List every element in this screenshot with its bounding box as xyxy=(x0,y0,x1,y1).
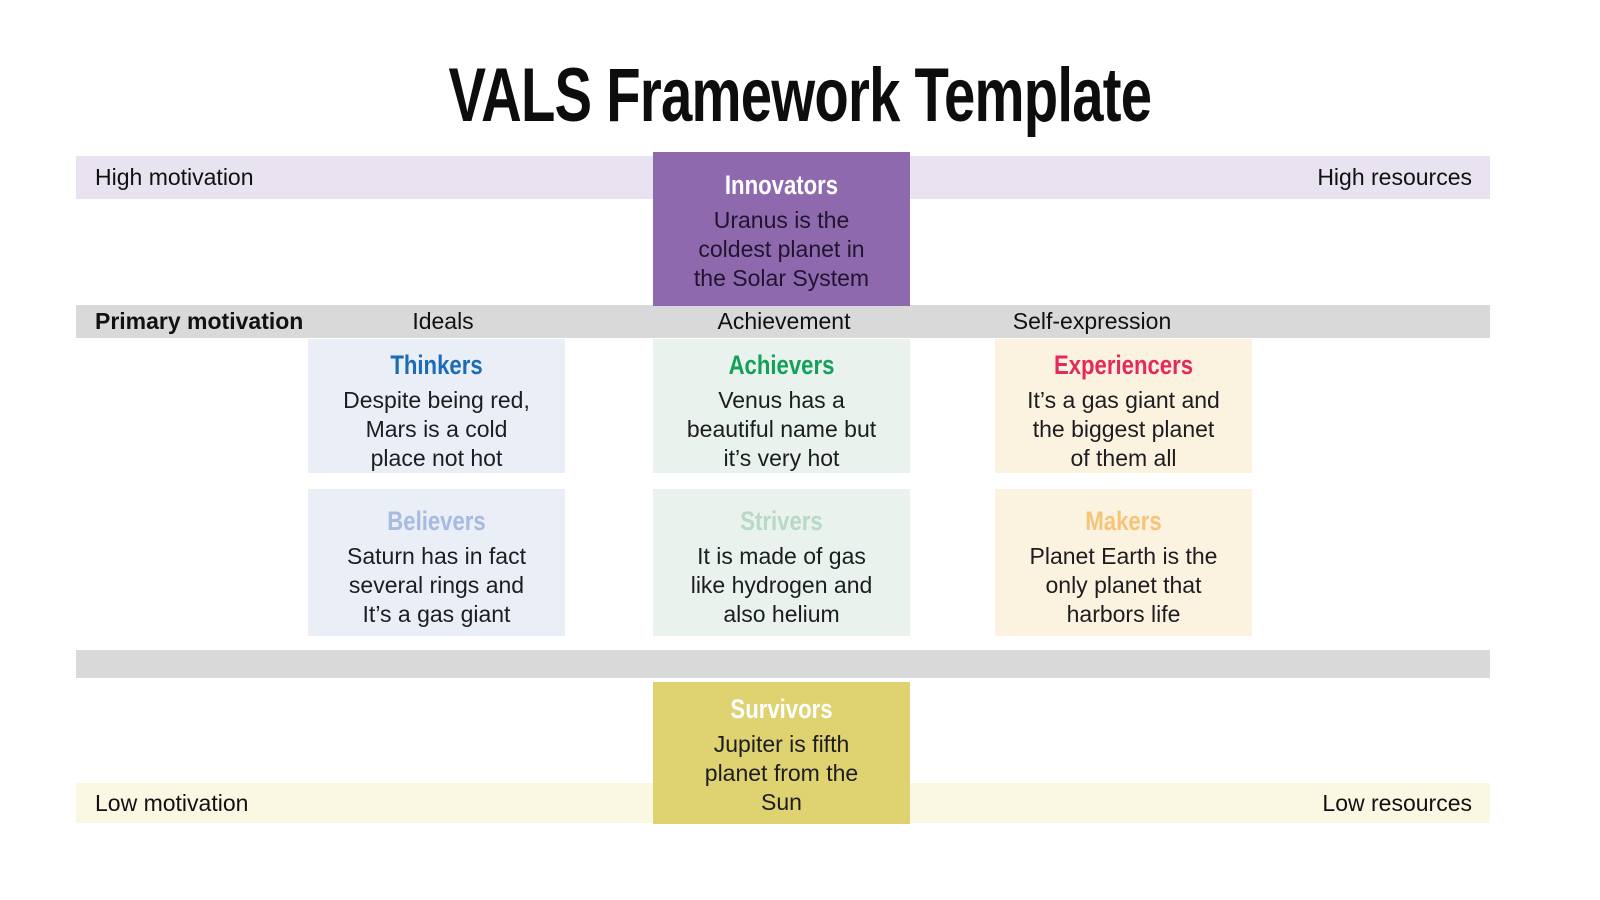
page-title: VALS Framework Template xyxy=(0,58,1600,134)
segment-innovators-text: Uranus is the coldest planet in the Sola… xyxy=(693,207,870,291)
segment-experiencers-title: Experiencers xyxy=(1053,350,1194,380)
high-motivation-label: High motivation xyxy=(95,164,254,190)
segment-innovators-title: Innovators xyxy=(724,170,839,200)
segment-strivers: Strivers It is made of gas like hydrogen… xyxy=(653,489,910,636)
page-title-text: VALS Framework Template xyxy=(448,53,1153,138)
lower-divider-bar xyxy=(76,650,1490,678)
segment-thinkers-title: Thinkers xyxy=(390,350,483,380)
segment-strivers-text: It is made of gas like hydrogen and also… xyxy=(690,543,873,627)
segment-survivors-text: Jupiter is fifth planet from the Sun xyxy=(704,731,859,815)
segment-strivers-title: Strivers xyxy=(740,506,823,536)
segment-survivors: Survivors Jupiter is fifth planet from t… xyxy=(653,682,910,824)
column-label-ideals: Ideals xyxy=(412,308,474,334)
column-label-achievement: Achievement xyxy=(717,308,851,334)
segment-believers: Believers Saturn has in fact several rin… xyxy=(308,489,565,636)
segment-believers-text: Saturn has in fact several rings and It’… xyxy=(347,543,526,627)
segment-makers-text: Planet Earth is the only planet that har… xyxy=(1029,543,1218,627)
segment-makers-title: Makers xyxy=(1085,506,1162,536)
primary-motivation-bar: Primary motivation Ideals Achievement Se… xyxy=(76,305,1490,338)
column-label-self-expression: Self-expression xyxy=(1012,308,1172,334)
segment-achievers-title: Achievers xyxy=(728,350,835,380)
segment-survivors-title: Survivors xyxy=(730,694,833,724)
segment-makers: Makers Planet Earth is the only planet t… xyxy=(995,489,1252,636)
segment-achievers-text: Venus has a beautiful name but it’s very… xyxy=(686,387,877,471)
low-resources-label: Low resources xyxy=(1322,789,1472,816)
segment-thinkers-text: Despite being red, Mars is a cold place … xyxy=(343,387,530,471)
segment-achievers: Achievers Venus has a beautiful name but… xyxy=(653,339,910,473)
low-motivation-label: Low motivation xyxy=(95,789,249,816)
segment-thinkers: Thinkers Despite being red, Mars is a co… xyxy=(308,339,565,473)
segment-believers-title: Believers xyxy=(387,506,486,536)
segment-experiencers-text: It’s a gas giant and the biggest planet … xyxy=(1027,387,1220,471)
high-resources-label: High resources xyxy=(1317,164,1472,190)
segment-experiencers: Experiencers It’s a gas giant and the bi… xyxy=(995,339,1252,473)
primary-motivation-label: Primary motivation xyxy=(95,308,304,334)
segment-innovators: Innovators Uranus is the coldest planet … xyxy=(653,152,910,306)
